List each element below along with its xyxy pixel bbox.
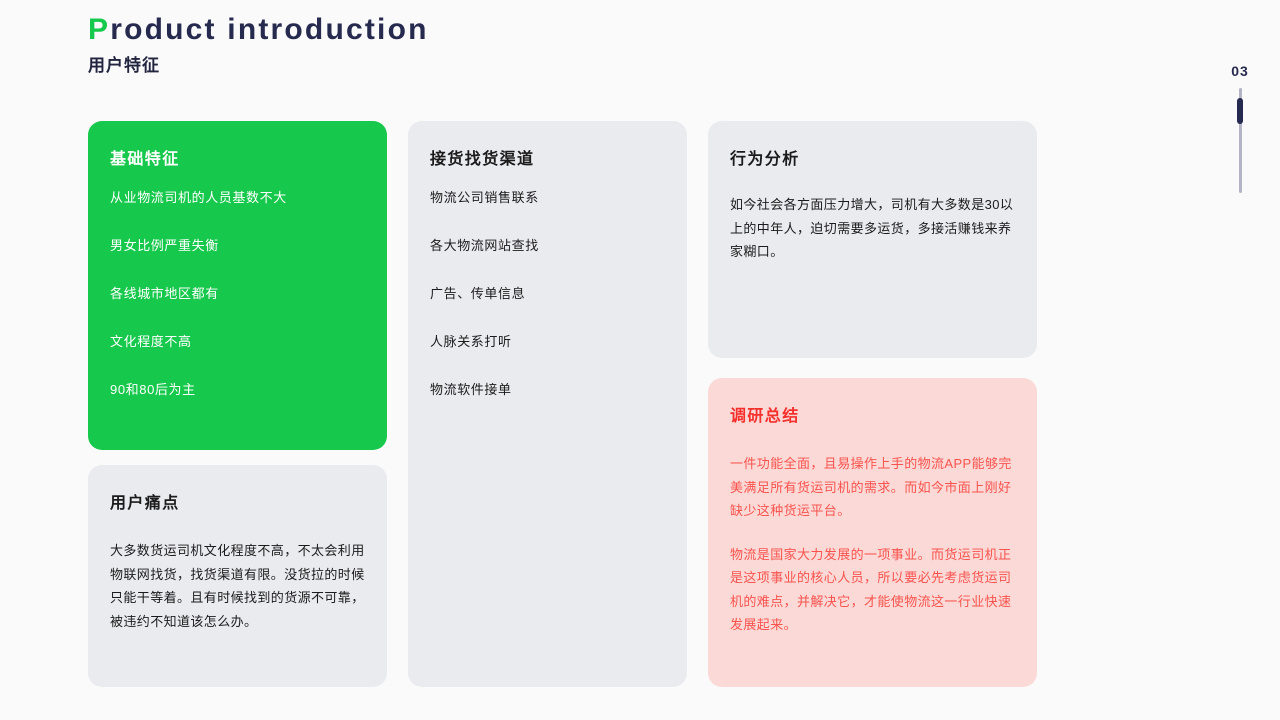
feature-list: 从业物流司机的人员基数不大 男女比例严重失衡 各线城市地区都有 文化程度不高 9… xyxy=(110,189,365,399)
card-body: 大多数货运司机文化程度不高，不太会利用物联网找货，找货渠道有限。没货拉的时候只能… xyxy=(110,539,365,633)
paragraph: 如今社会各方面压力增大，司机有大多数是30以上的中年人，迫切需要多运货，多接活赚… xyxy=(730,197,1014,259)
card-title: 接货找货渠道 xyxy=(430,151,535,168)
card-user-pain-points[interactable]: 用户痛点 大多数货运司机文化程度不高，不太会利用物联网找货，找货渠道有限。没货拉… xyxy=(88,465,387,687)
slide-header: Product introduction 用户特征 xyxy=(88,10,429,78)
page-scroll-thumb[interactable] xyxy=(1237,98,1243,124)
page-title-rest: roduct introduction xyxy=(110,13,429,46)
card-title: 调研总结 xyxy=(730,408,800,425)
list-item: 男女比例严重失衡 xyxy=(110,238,219,253)
card-title: 基础特征 xyxy=(110,151,180,168)
list-item: 各线城市地区都有 xyxy=(110,286,219,301)
page-indicator: 03 xyxy=(1215,62,1265,193)
card-behavior-analysis[interactable]: 行为分析 如今社会各方面压力增大，司机有大多数是30以上的中年人，迫切需要多运货… xyxy=(708,121,1037,358)
paragraph: 大多数货运司机文化程度不高，不太会利用物联网找货，找货渠道有限。没货拉的时候只能… xyxy=(110,543,365,629)
list-item: 人脉关系打听 xyxy=(430,334,512,349)
list-item: 90和80后为主 xyxy=(110,382,196,397)
card-body: 如今社会各方面压力增大，司机有大多数是30以上的中年人，迫切需要多运货，多接活赚… xyxy=(730,193,1015,264)
list-item: 文化程度不高 xyxy=(110,334,192,349)
page-scroll-track[interactable] xyxy=(1237,88,1243,193)
card-board: 基础特征 从业物流司机的人员基数不大 男女比例严重失衡 各线城市地区都有 文化程… xyxy=(88,121,1037,687)
list-item: 广告、传单信息 xyxy=(430,286,526,301)
card-basic-features[interactable]: 基础特征 从业物流司机的人员基数不大 男女比例严重失衡 各线城市地区都有 文化程… xyxy=(88,121,387,450)
card-title: 行为分析 xyxy=(730,151,800,168)
page-title-accent-letter: P xyxy=(88,13,111,46)
page-subtitle: 用户特征 xyxy=(88,56,160,75)
card-title: 用户痛点 xyxy=(110,495,180,512)
card-research-summary[interactable]: 调研总结 一件功能全面，且易操作上手的物流APP能够完美满足所有货运司机的需求。… xyxy=(708,378,1037,687)
list-item: 各大物流网站查找 xyxy=(430,238,539,253)
page-title: Product introduction xyxy=(88,10,429,50)
list-item: 从业物流司机的人员基数不大 xyxy=(110,190,287,205)
paragraph: 一件功能全面，且易操作上手的物流APP能够完美满足所有货运司机的需求。而如今市面… xyxy=(730,456,1012,518)
list-item: 物流软件接单 xyxy=(430,382,512,397)
list-item: 物流公司销售联系 xyxy=(430,190,539,205)
page-number: 03 xyxy=(1231,63,1249,79)
channel-list: 物流公司销售联系 各大物流网站查找 广告、传单信息 人脉关系打听 物流软件接单 xyxy=(430,189,665,399)
paragraph: 物流是国家大力发展的一项事业。而货运司机正是这项事业的核心人员，所以要必先考虑货… xyxy=(730,546,1012,633)
card-body: 一件功能全面，且易操作上手的物流APP能够完美满足所有货运司机的需求。而如今市面… xyxy=(730,452,1015,637)
card-cargo-channels[interactable]: 接货找货渠道 物流公司销售联系 各大物流网站查找 广告、传单信息 人脉关系打听 … xyxy=(408,121,687,687)
